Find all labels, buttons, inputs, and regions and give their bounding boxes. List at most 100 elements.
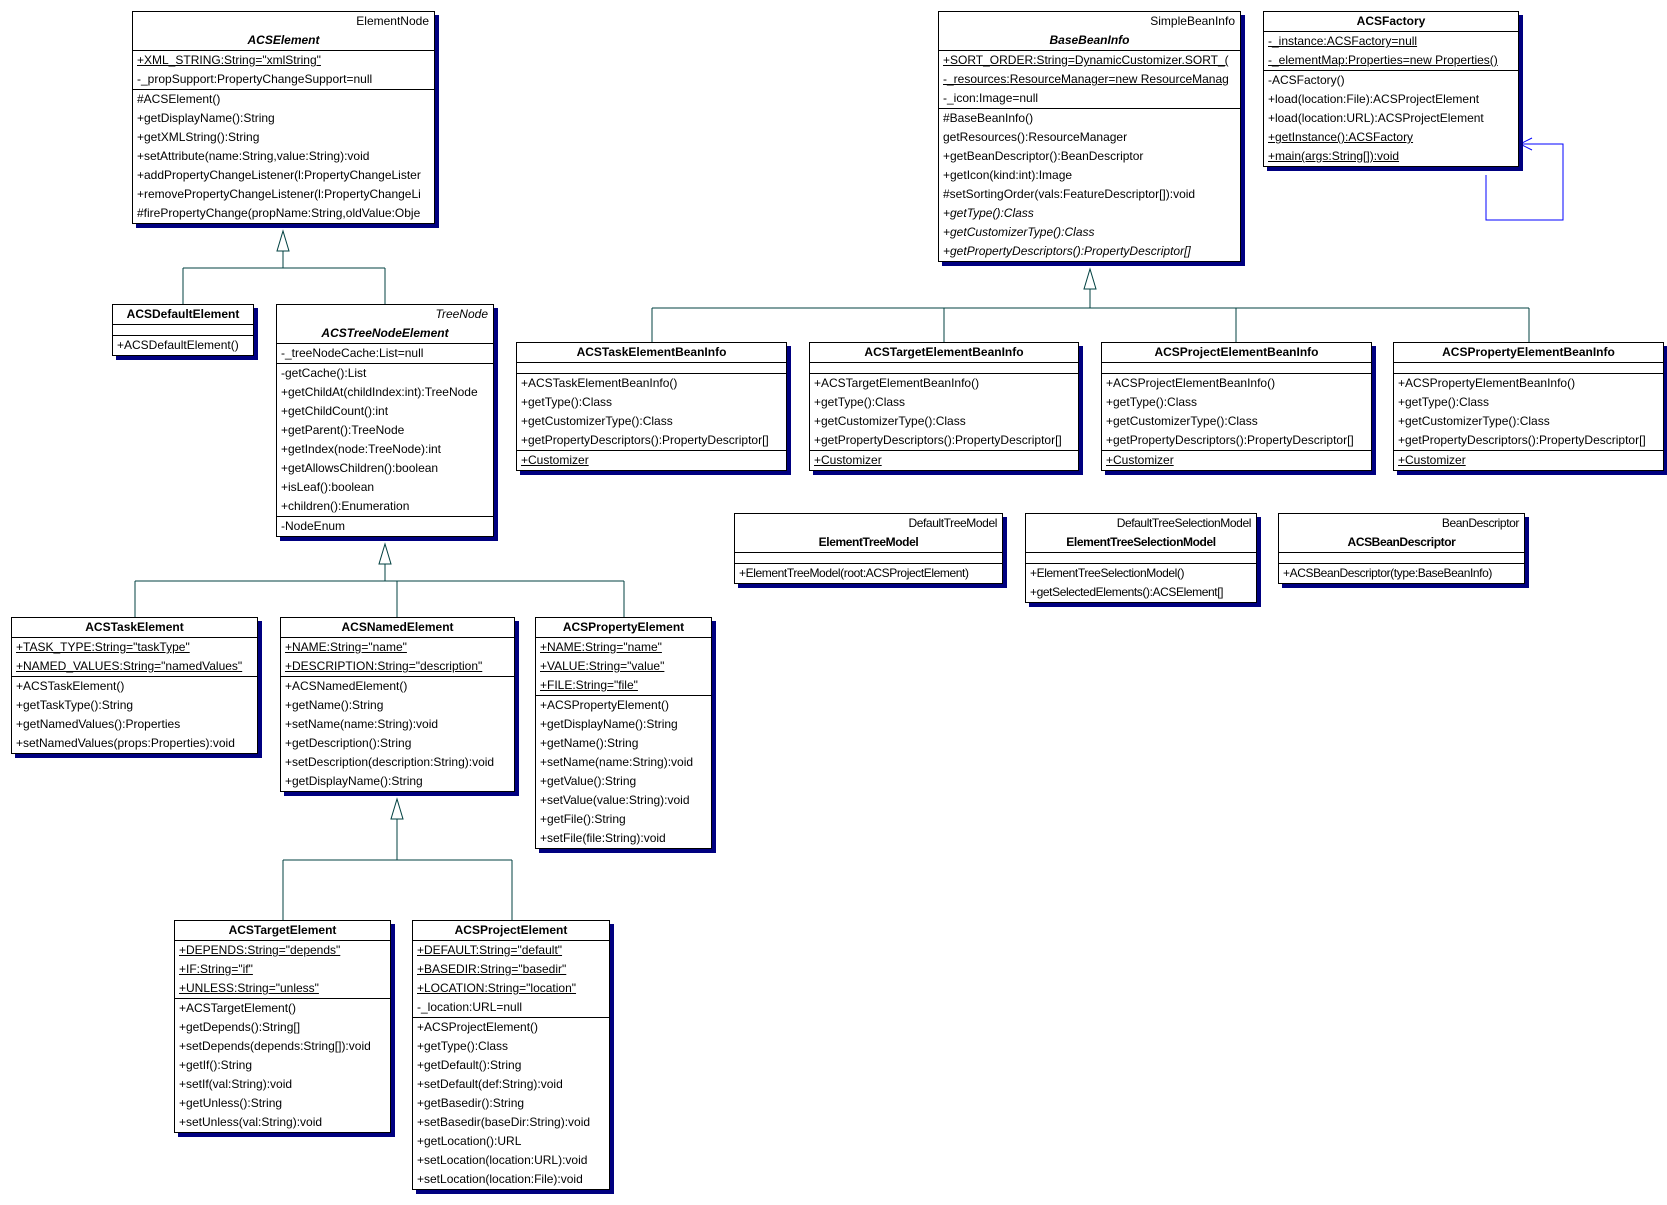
operation: +getCustomizerType():Class: [521, 414, 673, 428]
operation: +ACSDefaultElement(): [117, 338, 239, 352]
operation: -ACSFactory(): [1268, 73, 1345, 87]
attribute: -_propSupport:PropertyChangeSupport=null: [137, 72, 373, 86]
class-acsproject-element-bean-info[interactable]: ACSProjectElementBeanInfo+ACSProjectElem…: [1101, 342, 1372, 471]
operation: +ElementTreeModel(root:ACSProjectElement…: [739, 566, 969, 580]
attribute: +NAME:String="name": [540, 640, 662, 654]
inner-classes-compartment: +Customizer: [517, 451, 786, 470]
operation: +getType():Class: [814, 395, 906, 409]
class-acstask-element-bean-info[interactable]: ACSTaskElementBeanInfo +ACSTaskElementBea…: [516, 342, 787, 471]
operation: -getCache():List: [281, 366, 367, 380]
operation: +setDefault(def:String):void: [417, 1077, 563, 1091]
operation: +getDepends():String[]: [179, 1020, 301, 1034]
association-arrowhead-icon: [1518, 137, 1533, 151]
attributes-compartment: [810, 363, 1078, 374]
attribute: +NAME:String="name": [285, 640, 407, 654]
class-acsdefault-element[interactable]: ACSDefaultElement+ACSDefaultElement(): [112, 304, 254, 356]
operation: +ACSProjectElementBeanInfo(): [1106, 376, 1276, 390]
operation: +addPropertyChangeListener(l:PropertyCha…: [137, 168, 421, 182]
operation: +setDescription(description:String):void: [285, 755, 495, 769]
operation: +getCustomizerType():Class: [943, 225, 1095, 239]
operations-compartment: +ACSTargetElement()+getDepends():String[…: [175, 999, 390, 1132]
operations-compartment: +ACSBeanDescriptor(type:BaseBeanInfo): [1279, 564, 1524, 583]
attribute: +LOCATION:String="location": [417, 981, 577, 995]
operations-compartment: #BaseBeanInfo()getResources():ResourceMa…: [939, 109, 1240, 261]
attributes-compartment: [517, 363, 786, 374]
self-association-line: [1485, 143, 1564, 221]
operation: +getTaskType():String: [16, 698, 134, 712]
class-acsproperty-element[interactable]: ACSPropertyElement+NAME:String="name"+VA…: [535, 617, 712, 849]
class-acstarget-element[interactable]: ACSTargetElement+DEPENDS:String="depends…: [174, 920, 391, 1133]
attribute: +XML_STRING:String="xmlString": [137, 53, 321, 67]
attributes-compartment: [1102, 363, 1371, 374]
attribute: -_resources:ResourceManager=new Resource…: [943, 72, 1229, 86]
operation: +getLocation():URL: [417, 1134, 522, 1148]
class-acstask-element[interactable]: ACSTaskElement+TASK_TYPE:String="taskTyp…: [11, 617, 258, 754]
operations-compartment: -getCache():List+getChildAt(childIndex:i…: [277, 364, 493, 517]
class-acsfactory[interactable]: ACSFactory-_instance:ACSFactory=null-_el…: [1263, 11, 1519, 167]
operation: +children():Enumeration: [281, 499, 410, 513]
class-name: ACSPropertyElementBeanInfo: [1442, 345, 1615, 359]
operations-compartment: +ElementTreeModel(root:ACSProjectElement…: [735, 564, 1002, 583]
operation: +getType():Class: [943, 206, 1034, 220]
attribute: -_location:URL=null: [417, 1000, 523, 1014]
attribute: -_elementMap:Properties=new Properties(): [1268, 53, 1498, 67]
operation: +ACSBeanDescriptor(type:BaseBeanInfo): [1283, 566, 1492, 580]
operation: +getIf():String: [179, 1058, 253, 1072]
operation: +getCustomizerType():Class: [1106, 414, 1258, 428]
operations-compartment: +ACSNamedElement()+getName():String+setN…: [281, 677, 514, 791]
operation: +getName():String: [540, 736, 639, 750]
attribute: +DESCRIPTION:String="description": [285, 659, 483, 673]
attribute: -_treeNodeCache:List=null: [281, 346, 424, 360]
inner-classes-compartment: -NodeEnum: [277, 517, 493, 536]
operation: +ACSPropertyElement(): [540, 698, 670, 712]
attributes-compartment: +XML_STRING:String="xmlString" -_propSupp…: [133, 51, 434, 90]
operations-compartment: +ACSProjectElementBeanInfo()+getType():C…: [1102, 374, 1371, 451]
class-name: ACSTreeNodeElement: [321, 326, 449, 340]
operation: +removePropertyChangeListener(l:Property…: [137, 187, 421, 201]
operation: +getBasedir():String: [417, 1096, 525, 1110]
class-name: ACSProjectElement: [454, 923, 568, 937]
operations-compartment: +ACSTargetElementBeanInfo()+getType():Cl…: [810, 374, 1078, 451]
class-header: ACSTaskElementBeanInfo: [517, 343, 786, 363]
class-acstarget-element-bean-info[interactable]: ACSTargetElementBeanInfo+ACSTargetElemen…: [809, 342, 1079, 471]
operation: +getDisplayName():String: [285, 774, 423, 788]
class-acsnamed-element[interactable]: ACSNamedElement +NAME:String="name" +DESCR…: [280, 617, 515, 792]
operation: +getDisplayName():String: [540, 717, 678, 731]
class-acsproperty-element-bean-info[interactable]: ACSPropertyElementBeanInfo +ACSPropertyEl…: [1393, 342, 1664, 471]
class-stereotype: DefaultTreeSelectionModel: [1116, 516, 1252, 530]
operation: +ACSTaskElementBeanInfo(): [521, 376, 678, 390]
operation: +getUnless():String: [179, 1096, 283, 1110]
operation: +setLocation(location:URL):void: [417, 1153, 588, 1167]
generalization-arrowhead-icon: [390, 797, 404, 820]
operations-compartment: +ACSTaskElement()+getTaskType():String+g…: [12, 677, 257, 753]
attributes-compartment: [113, 325, 253, 336]
attributes-compartment: -_treeNodeCache:List=null: [277, 344, 493, 364]
operation: #BaseBeanInfo(): [943, 111, 1034, 125]
operations-compartment: +ACSPropertyElement() +getDisplayName():S…: [536, 696, 711, 848]
attribute: +SORT_ORDER:String=DynamicCustomizer.SOR…: [943, 53, 1229, 67]
operation: +getBeanDescriptor():BeanDescriptor: [943, 149, 1144, 163]
class-acsproject-element[interactable]: ACSProjectElement+DEFAULT:String="defaul…: [412, 920, 610, 1190]
class-stereotype: TreeNode: [435, 307, 488, 321]
operation: +getFile():String: [540, 812, 626, 826]
operations-compartment: +ACSDefaultElement(): [113, 336, 253, 355]
operations-compartment: +ACSPropertyElementBeanInfo()+getType():…: [1394, 374, 1663, 451]
class-name: ACSPropertyElement: [562, 620, 685, 634]
operation: +getDescription():String: [285, 736, 412, 750]
class-name: ACSNamedElement: [341, 620, 454, 634]
attributes-compartment: [735, 553, 1002, 564]
class-name: ACSTargetElement: [228, 923, 337, 937]
operation: +setFile(file:String):void: [540, 831, 666, 845]
attributes-compartment: [1279, 553, 1524, 564]
operation: +setName(name:String):void: [285, 717, 439, 731]
attribute: -_icon:Image=null: [943, 91, 1039, 105]
operation: +getIcon(kind:int):Image: [943, 168, 1073, 182]
operation: +getChildCount():int: [281, 404, 389, 418]
